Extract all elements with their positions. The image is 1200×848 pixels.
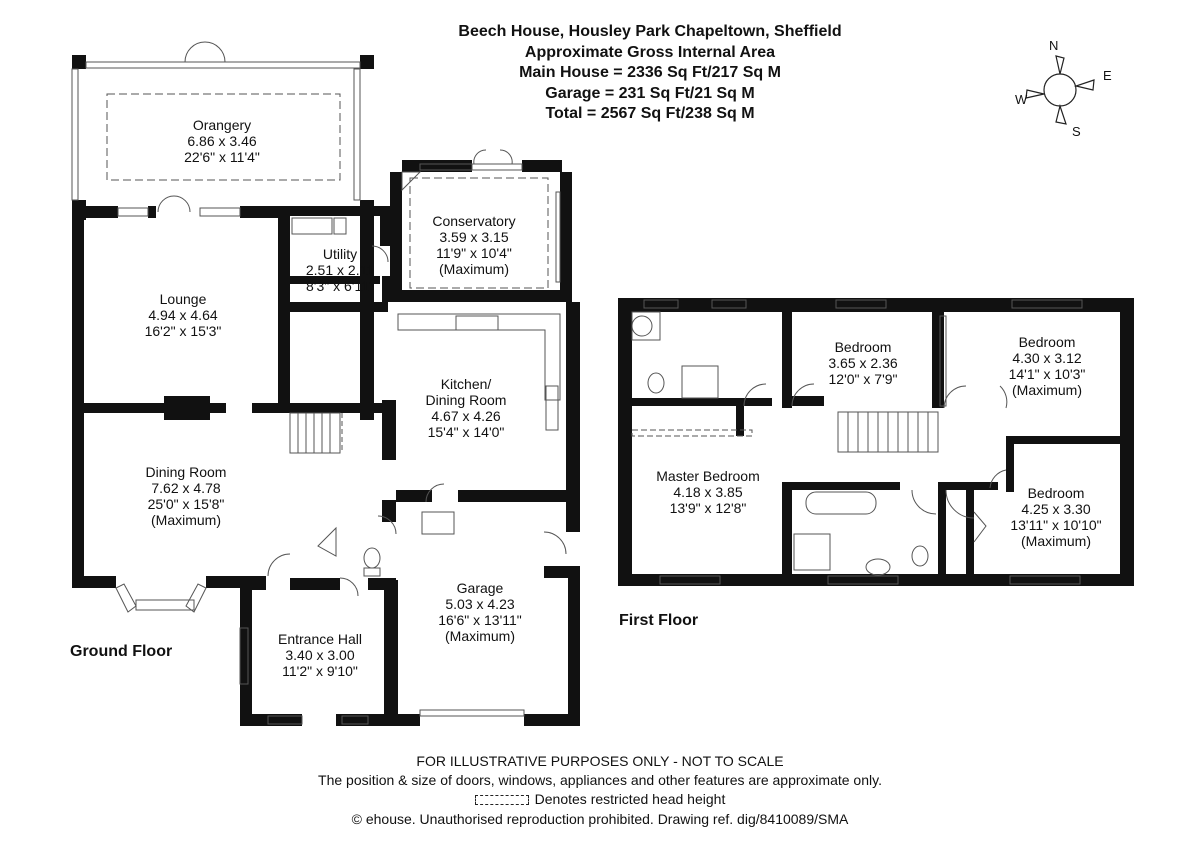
- compass-east: E: [1103, 68, 1112, 83]
- room-orangery: Orangery 6.86 x 3.46 22'6" x 11'4": [184, 117, 260, 165]
- room-imperial: 22'6" x 11'4": [184, 149, 260, 165]
- room-name: Bedroom: [1018, 334, 1076, 350]
- walls: [72, 55, 1134, 726]
- room-note: (Maximum): [1012, 382, 1082, 398]
- area-heading: Approximate Gross Internal Area: [524, 44, 776, 61]
- room-metric: 4.18 x 3.85: [673, 484, 743, 500]
- first-floor-label: First Floor: [619, 612, 699, 629]
- room-dining: Dining Room 7.62 x 4.78 25'0" x 15'8" (M…: [146, 464, 227, 528]
- restricted-height-label: Denotes restricted head height: [534, 791, 726, 807]
- room-name: Conservatory: [432, 213, 516, 229]
- room-imperial: 12'0" x 7'9": [828, 371, 898, 387]
- garage-area: Garage = 231 Sq Ft/21 Sq M: [545, 85, 755, 102]
- compass-south: S: [1072, 124, 1081, 139]
- room-metric: 3.65 x 2.36: [828, 355, 898, 371]
- room-utility: Utility 2.51 x 2.11 8'3" x 6'11": [306, 246, 374, 294]
- room-conservatory: Conservatory 3.59 x 3.15 11'9" x 10'4" (…: [432, 213, 515, 277]
- room-name: Entrance Hall: [277, 631, 363, 647]
- room-name: Bedroom: [834, 339, 892, 355]
- restricted-height-key: Denotes restricted head height: [200, 790, 1000, 809]
- room-note: (Maximum): [1020, 533, 1091, 549]
- copyright-line: © ehouse. Unauthorised reproduction proh…: [351, 811, 849, 827]
- disclaimer-heading: FOR ILLUSTRATIVE PURPOSES ONLY - NOT TO …: [416, 753, 784, 769]
- room-metric: 3.40 x 3.00: [285, 647, 355, 663]
- room-metric: 2.51 x 2.11: [305, 262, 375, 278]
- room-name: Utility: [322, 246, 358, 262]
- room-bedroom-rear: Bedroom 4.25 x 3.30 13'11" x 10'10" (Max…: [1010, 485, 1101, 549]
- disclaimer-text: The position & size of doors, windows, a…: [318, 772, 882, 788]
- room-kitchen: Kitchen/ Dining Room 4.67 x 4.26 15'4" x…: [426, 376, 507, 440]
- room-name: Lounge: [159, 291, 207, 307]
- room-name: Bedroom: [1027, 485, 1085, 501]
- room-metric: 5.03 x 4.23: [445, 596, 515, 612]
- room-imperial: 16'2" x 15'3": [144, 323, 222, 339]
- room-imperial: 8'3" x 6'11": [306, 278, 374, 294]
- room-imperial: 11'9" x 10'4": [436, 245, 512, 261]
- room-metric: 6.86 x 3.46: [187, 133, 257, 149]
- plan-title: Beech House, Housley Park Chapeltown, Sh…: [458, 23, 842, 40]
- room-imperial: 11'2" x 9'10": [282, 663, 358, 679]
- room-imperial: 14'1" x 10'3": [1008, 366, 1086, 382]
- room-note: (Maximum): [151, 512, 221, 528]
- compass-rose: [1025, 55, 1095, 125]
- room-name: Orangery: [192, 117, 252, 133]
- room-note: (Maximum): [438, 261, 509, 277]
- room-name: Master Bedroom: [656, 468, 760, 484]
- total-area: Total = 2567 Sq Ft/238 Sq M: [545, 105, 755, 122]
- room-lounge: Lounge 4.94 x 4.64 16'2" x 15'3": [145, 291, 222, 339]
- room-metric: 4.30 x 3.12: [1012, 350, 1082, 366]
- main-house-area: Main House = 2336 Sq Ft/217 Sq M: [519, 64, 781, 81]
- room-master-bedroom: Master Bedroom 4.18 x 3.85 13'9" x 12'8": [656, 468, 759, 516]
- room-entrance-hall: Entrance Hall 3.40 x 3.00 11'2" x 9'10": [278, 631, 362, 679]
- room-name: Garage: [456, 580, 504, 596]
- room-metric: 3.59 x 3.15: [439, 229, 509, 245]
- room-imperial: 16'6" x 13'11": [438, 612, 522, 628]
- room-note: (Maximum): [445, 628, 515, 644]
- room-imperial: 25'0" x 15'8": [147, 496, 225, 512]
- dashed-line-key-icon: [474, 795, 529, 806]
- room-metric: 7.62 x 4.78: [151, 480, 221, 496]
- room-name: Kitchen/: [440, 376, 492, 392]
- room-imperial: 13'11" x 10'10": [1010, 517, 1102, 533]
- room-bedroom-corner: Bedroom 4.30 x 3.12 14'1" x 10'3" (Maxim…: [1009, 334, 1086, 398]
- compass-north: N: [1049, 38, 1059, 53]
- room-metric: 4.67 x 4.26: [431, 408, 501, 424]
- room-name-line2: Dining Room: [425, 392, 507, 408]
- room-imperial: 13'9" x 12'8": [669, 500, 747, 516]
- room-garage: Garage 5.03 x 4.23 16'6" x 13'11" (Maxim…: [438, 580, 522, 644]
- room-name: Dining Room: [145, 464, 227, 480]
- room-imperial: 15'4" x 14'0": [427, 424, 505, 440]
- room-bedroom-front: Bedroom 3.65 x 2.36 12'0" x 7'9": [828, 339, 897, 387]
- fixtures: [71, 41, 1083, 725]
- room-metric: 4.94 x 4.64: [148, 307, 218, 323]
- compass-west: W: [1015, 92, 1028, 107]
- room-metric: 4.25 x 3.30: [1021, 501, 1091, 517]
- ground-floor-label: Ground Floor: [70, 643, 173, 660]
